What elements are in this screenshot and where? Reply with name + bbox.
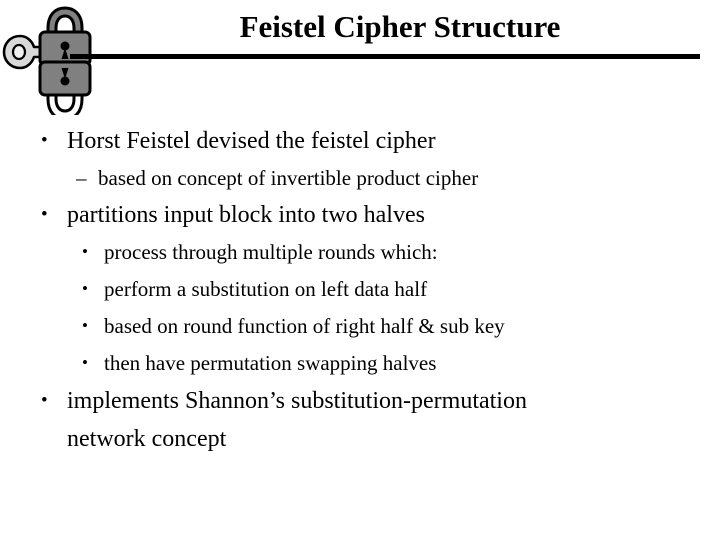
list-item-text: process through multiple rounds which: [104,240,438,264]
bullet-marker: • [41,204,48,225]
list-item-text: implements Shannon’s substitution-permut… [67,388,527,414]
list-item: • then have permutation swapping halves [0,347,720,384]
list-item: – based on concept of invertible product… [0,162,720,198]
list-item-text: partitions input block into two halves [67,202,425,228]
bullet-marker: • [41,130,48,151]
page-title: Feistel Cipher Structure [239,9,561,44]
bullet-marker: • [82,353,88,372]
bullet-marker: – [76,166,87,190]
list-item-text: then have permutation swapping halves [104,351,437,375]
list-item-text: based on round function of right half & … [104,314,505,338]
list-item-text: network concept [67,426,227,452]
bullet-marker: • [41,390,48,411]
bullet-marker: • [82,279,88,298]
padlock-open-icon [38,60,92,115]
list-item-text: based on concept of invertible product c… [98,166,479,190]
list-item: • perform a substitution on left data ha… [0,273,720,310]
padlock-closed-icon [38,6,92,67]
list-item: • process through multiple rounds which: [0,236,720,273]
list-item: • based on round function of right half … [0,310,720,347]
bullet-list: • Horst Feistel devised the feistel ciph… [0,124,720,458]
title-bar: Feistel Cipher Structure [0,0,720,72]
key-and-padlocks-art [0,0,110,115]
list-item: • Horst Feistel devised the feistel ciph… [0,124,720,162]
list-item-text: perform a substitution on left data half [104,277,428,301]
list-item-continuation: network concept [0,422,720,458]
list-item: • implements Shannon’s substitution-perm… [0,384,720,422]
list-item: • partitions input block into two halves [0,198,720,236]
title-divider [70,54,700,59]
bullet-marker: • [82,316,88,335]
list-item-text: Horst Feistel devised the feistel cipher [67,128,436,154]
bullet-marker: • [82,242,88,261]
